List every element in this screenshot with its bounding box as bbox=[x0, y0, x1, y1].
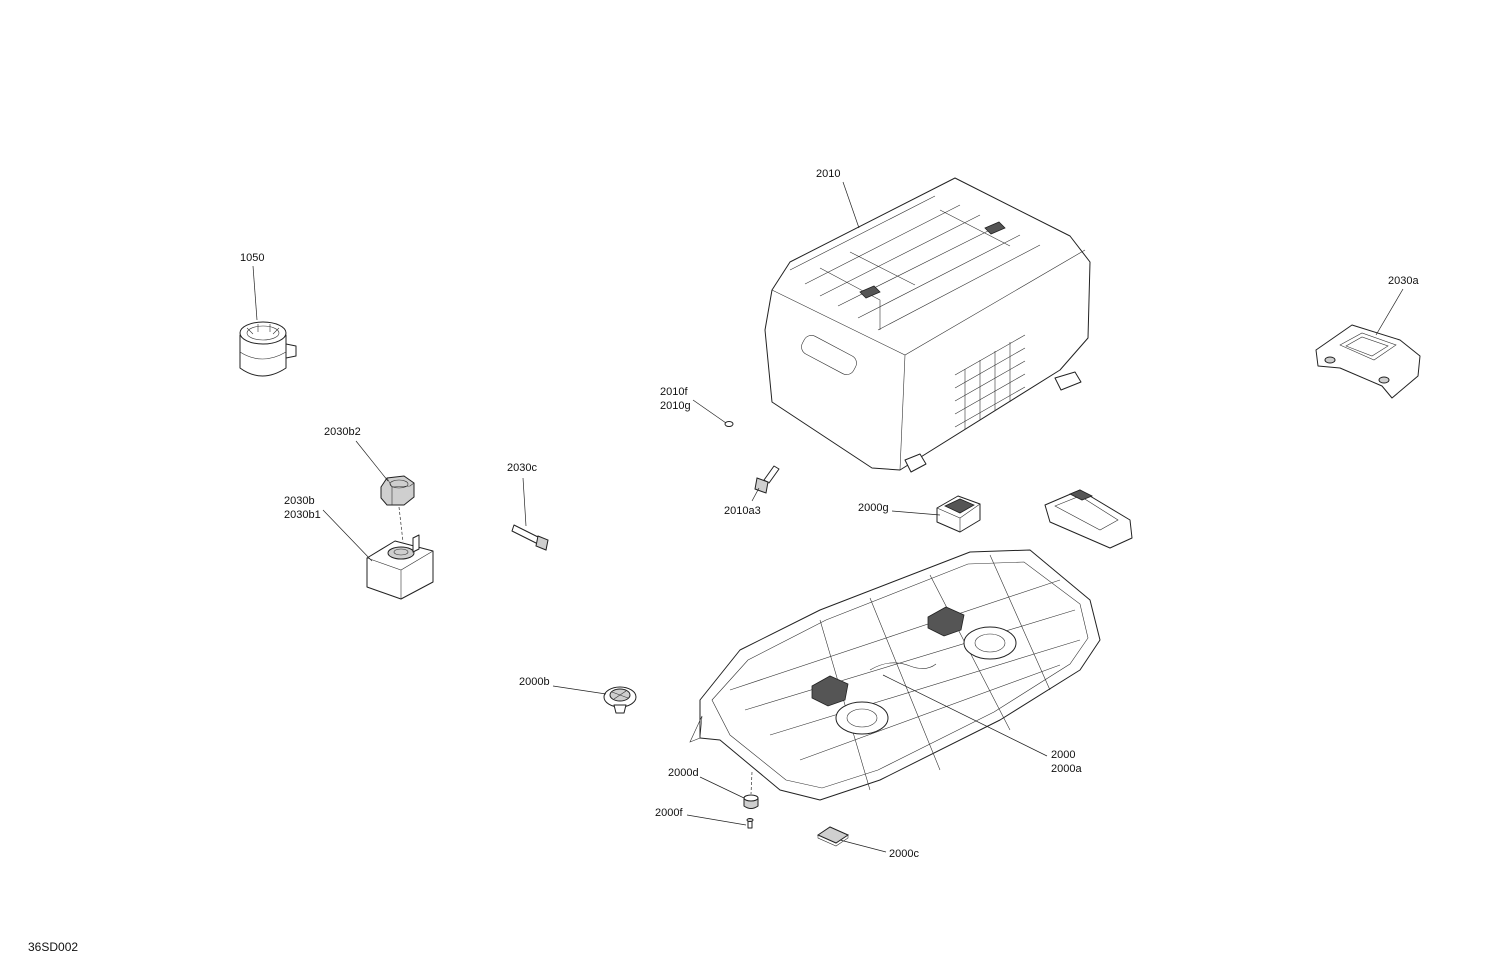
part-2000b-grommet[interactable] bbox=[603, 686, 637, 714]
callout-2030b2: 2030b2 bbox=[324, 426, 361, 438]
callout-2000a: 2000a bbox=[1051, 763, 1082, 775]
callout-2010a3: 2010a3 bbox=[724, 505, 761, 517]
callout-1050: 1050 bbox=[240, 252, 264, 264]
part-2030a-bracket[interactable] bbox=[1315, 324, 1421, 399]
callout-2030c: 2030c bbox=[507, 462, 537, 474]
part-2010-storage-bag[interactable] bbox=[764, 177, 1091, 473]
callout-2000: 2000 bbox=[1051, 749, 1075, 761]
part-2030b2-nut[interactable] bbox=[380, 475, 415, 506]
part-2030c-bolt[interactable] bbox=[511, 524, 549, 551]
part-2000g-latch[interactable] bbox=[936, 495, 981, 533]
part-2010f-washer[interactable] bbox=[724, 421, 734, 427]
callout-2010f: 2010f bbox=[660, 386, 688, 398]
callout-2030b1: 2030b1 bbox=[284, 509, 321, 521]
part-2000-base-platform[interactable] bbox=[689, 549, 1101, 801]
leader-lines bbox=[252, 181, 1404, 853]
callout-2030a: 2030a bbox=[1388, 275, 1419, 287]
callout-2000f: 2000f bbox=[655, 807, 683, 819]
part-2030b-block[interactable] bbox=[366, 534, 434, 600]
callout-2000d: 2000d bbox=[668, 767, 699, 779]
callout-2000b: 2000b bbox=[519, 676, 550, 688]
callout-2000c: 2000c bbox=[889, 848, 919, 860]
callout-labels: 2010 1050 2030a 2010f 2010g 2030b2 2030c… bbox=[240, 168, 1419, 860]
diagram-code: 36SD002 bbox=[28, 940, 78, 954]
callout-2010g: 2010g bbox=[660, 400, 691, 412]
callout-2010: 2010 bbox=[816, 168, 840, 180]
part-handle-cup[interactable] bbox=[1044, 489, 1133, 549]
part-2000c-pad[interactable] bbox=[816, 826, 850, 847]
part-1050-fitting[interactable] bbox=[239, 321, 297, 377]
part-2000f-screw[interactable] bbox=[746, 818, 754, 829]
part-2000d-bumper[interactable] bbox=[743, 794, 759, 809]
callout-2000g: 2000g bbox=[858, 502, 889, 514]
callout-2030b: 2030b bbox=[284, 495, 315, 507]
